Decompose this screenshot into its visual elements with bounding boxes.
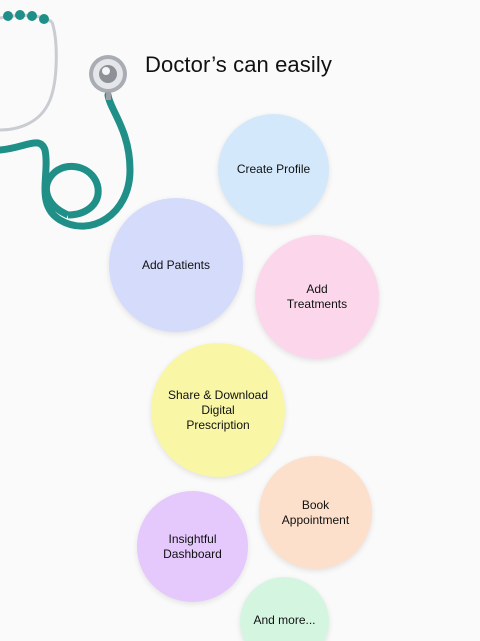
feature-and-more[interactable]: And more... xyxy=(240,577,329,641)
page-title: Doctor’s can easily xyxy=(145,52,332,77)
feature-label: Book Appointment xyxy=(281,497,350,527)
feature-label: Create Profile xyxy=(236,162,311,176)
feature-label: Share & Download Digital Prescription xyxy=(167,387,269,432)
feature-share-prescription[interactable]: Share & Download Digital Prescription xyxy=(151,343,285,477)
feature-create-profile[interactable]: Create Profile xyxy=(218,114,329,225)
feature-book-appointment[interactable]: Book Appointment xyxy=(259,456,372,569)
stethoscope-icon xyxy=(0,10,134,230)
feature-label: Insightful Dashboard xyxy=(163,531,222,561)
feature-label: Add Treatments xyxy=(286,282,348,311)
feature-insightful-dashboard[interactable]: Insightful Dashboard xyxy=(137,491,248,602)
feature-add-treatments[interactable]: Add Treatments xyxy=(255,235,379,359)
feature-label: And more... xyxy=(253,613,316,627)
feature-label: Add Patients xyxy=(141,257,211,272)
feature-add-patients[interactable]: Add Patients xyxy=(109,198,243,332)
